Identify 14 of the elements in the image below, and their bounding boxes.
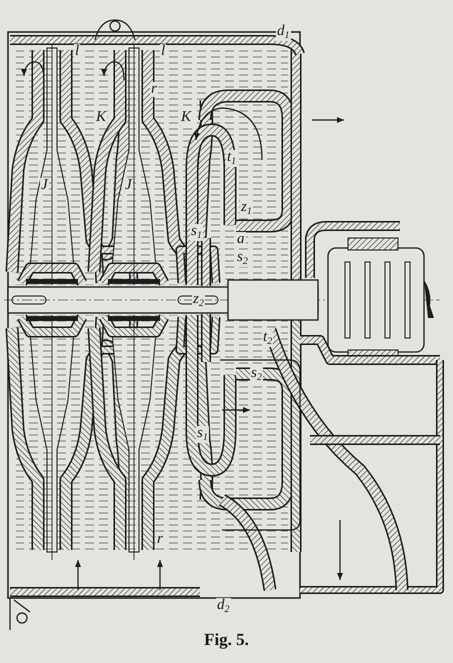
part-letter: r [150,82,158,97]
part-letter: s$_{1}$ [196,426,209,443]
part-letter: d$_{2}$ [216,598,230,615]
part-letter: K [180,110,192,125]
part-letter: z$_{1}$ [240,200,253,217]
part-letter: d$_{1}$ [276,24,290,41]
part-letter: s$_{1}$ [190,224,203,241]
part-letter: l [74,44,80,59]
part-letter: K [95,110,108,125]
part-letter: t$_{1}$ [226,150,238,167]
part-letter: s$_{2}$ [250,366,263,383]
part-letter: t$_{2}$ [262,330,274,347]
figure-caption: Fig. 5. [204,630,249,649]
part-letter: l [160,44,166,59]
